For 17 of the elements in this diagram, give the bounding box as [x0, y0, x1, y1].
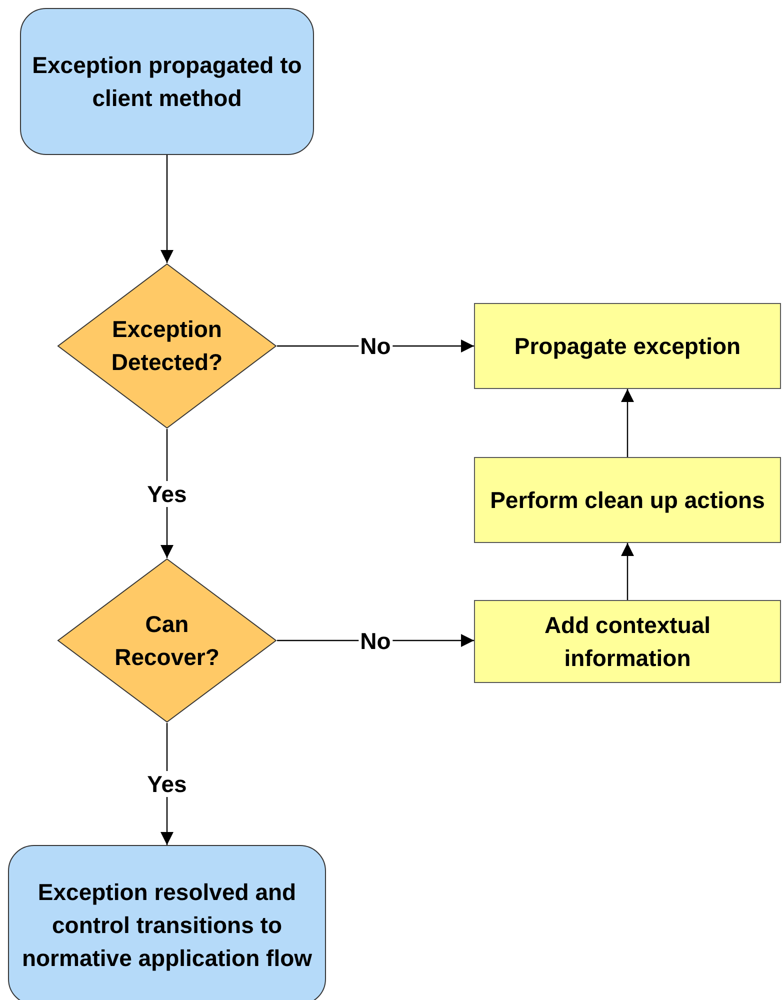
box-text: Add contextual information	[543, 610, 712, 672]
terminal-box	[8, 845, 326, 1000]
box-text: Exception propagated to client method	[31, 50, 303, 112]
decision-text: Can Recover?	[114, 610, 220, 672]
decision-text: Exception Detected?	[110, 315, 224, 377]
box-text: Perform clean up actions	[490, 486, 765, 515]
process-box	[474, 457, 781, 543]
process-box	[474, 303, 781, 389]
edge-label: Yes	[145, 480, 189, 506]
arrow	[621, 389, 634, 457]
edge-label: Yes	[145, 771, 189, 797]
arrow	[160, 155, 174, 263]
box-text: Exception resolved and control transitions to normative application flow	[20, 878, 314, 973]
arrow	[621, 543, 634, 600]
process-box	[474, 600, 781, 683]
terminal-box	[20, 8, 314, 155]
box-text: Propagate exception	[514, 332, 741, 361]
